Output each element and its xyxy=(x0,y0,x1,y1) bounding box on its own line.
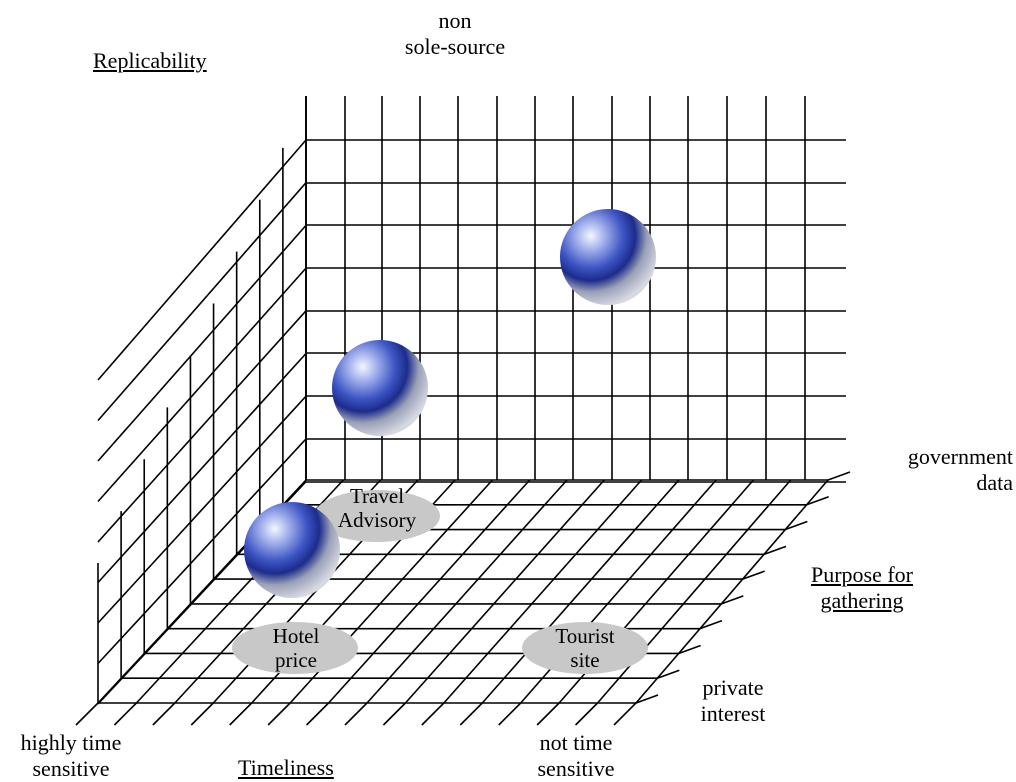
floor-side-tick xyxy=(785,520,808,531)
floor-side-tick xyxy=(763,545,787,556)
left-wall-diagonal xyxy=(97,267,307,503)
hotel-price-ellipse xyxy=(232,622,358,674)
timeliness-low-label: highly time sensitive xyxy=(20,730,122,781)
floor-tick xyxy=(229,702,253,726)
floor-diagonal xyxy=(481,479,680,704)
floor-tick xyxy=(382,702,406,726)
floor-tick xyxy=(459,702,483,726)
floor-diagonal xyxy=(366,479,568,704)
floor-tick xyxy=(575,702,599,726)
floor-side-tick xyxy=(678,644,701,655)
floor-tick xyxy=(113,702,137,726)
hotel-price-label: Hotel price xyxy=(272,624,320,672)
item-ellipses xyxy=(232,490,648,674)
left-wall-diagonal xyxy=(97,310,307,543)
left-wall-diagonal xyxy=(97,182,307,422)
tourist-site-ellipse xyxy=(522,622,648,674)
left-wall-diagonal xyxy=(97,438,307,665)
left-wall-diagonal xyxy=(97,224,307,462)
floor-side-tick xyxy=(721,595,744,605)
floor-tick xyxy=(613,702,637,726)
left-wall-diagonal xyxy=(97,352,307,584)
floor-diagonal xyxy=(635,479,829,704)
floor-tick xyxy=(190,702,214,726)
purpose-low-label: private interest xyxy=(700,675,766,726)
floor-tick xyxy=(267,702,291,726)
floor-tick xyxy=(75,702,99,726)
sphere-middle xyxy=(332,340,428,436)
floor-tick xyxy=(421,702,445,726)
replicability-axis-title: Replicability xyxy=(93,48,207,73)
timeliness-axis-title: Timeliness xyxy=(238,755,334,780)
travel-advisory-ellipse xyxy=(314,490,440,542)
grid-lines xyxy=(75,96,851,726)
left-wall-diagonal xyxy=(97,139,307,381)
floor-side-tick xyxy=(635,694,659,704)
sphere-top-right xyxy=(560,209,656,305)
sphere-bottom-left xyxy=(244,502,340,598)
timeliness-high-label: not time sensitive xyxy=(537,730,615,781)
floor-diagonal xyxy=(443,479,643,704)
travel-advisory-label: Travel Advisory xyxy=(337,484,417,532)
purpose-axis-title: Purpose for gathering xyxy=(810,562,914,613)
floor-tick xyxy=(306,702,330,726)
replicability-high-label: non sole-source xyxy=(404,8,506,59)
floor-side-tick xyxy=(806,496,829,506)
floor-tick xyxy=(498,702,522,726)
floor-side-tick xyxy=(699,619,723,630)
data-spheres xyxy=(244,209,656,598)
floor-side-tick xyxy=(657,669,680,679)
left-wall-diagonal xyxy=(97,395,307,624)
floor-side-tick xyxy=(827,471,851,481)
floor-diagonal xyxy=(327,479,531,704)
tourist-site-label: Tourist site xyxy=(555,624,615,672)
floor-side-tick xyxy=(742,570,765,580)
floor-tick xyxy=(344,702,368,726)
floor-diagonal xyxy=(404,479,605,704)
purpose-high-label: government data xyxy=(907,444,1013,495)
floor-tick xyxy=(152,702,176,726)
floor-tick xyxy=(536,702,560,726)
